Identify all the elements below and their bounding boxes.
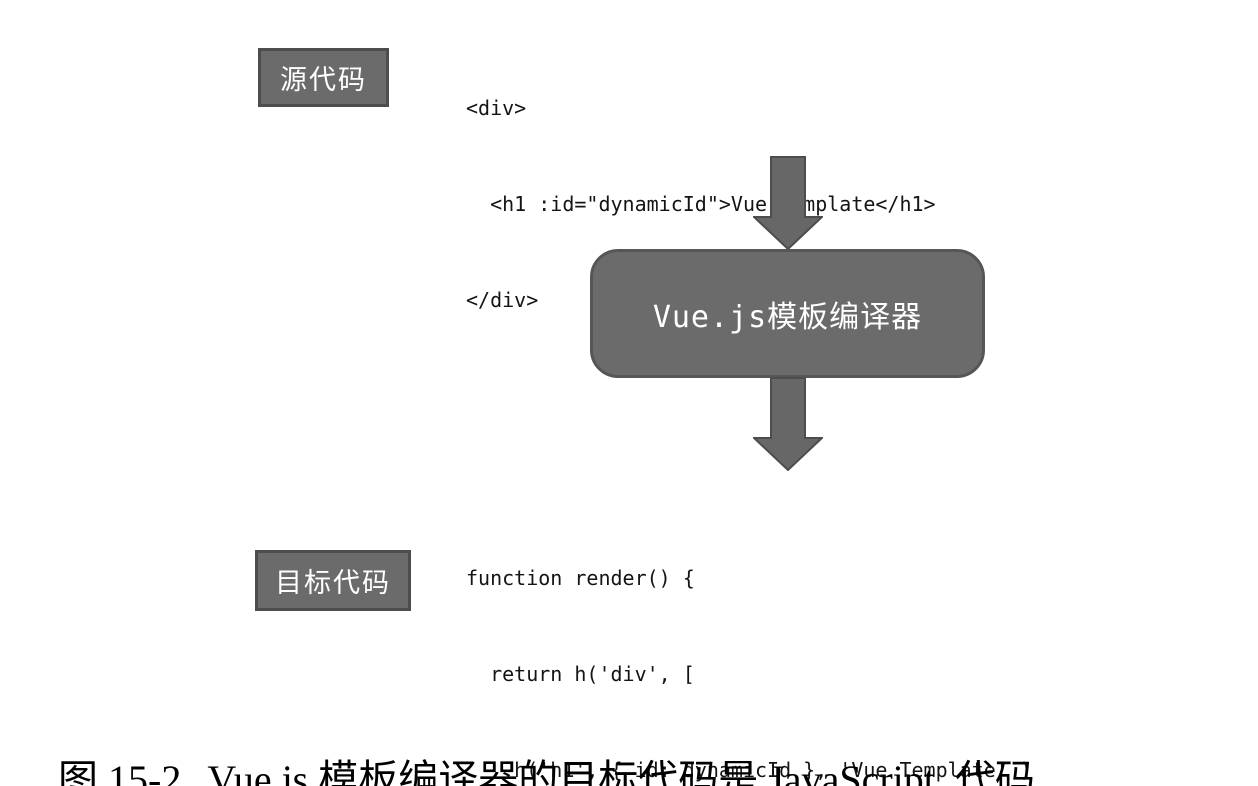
compiler-label: Vue.js模板编译器 [652,299,923,335]
target-code-label-box: 目标代码 [255,550,411,611]
caption-text: Vue.js 模板编译器的目标代码是 JavaScript 代码 [207,757,1035,786]
source-code-label: 源代码 [280,65,367,95]
figure-caption: 图 15-2 Vue.js 模板编译器的目标代码是 JavaScript 代码 [18,700,1035,786]
code-line: <div> [466,96,527,120]
target-code-block: function render() { return h('div', [ h(… [466,498,1032,786]
down-arrow-icon [753,377,823,471]
figure-number: 图 15-2 [58,757,182,786]
code-line: </div> [466,288,539,312]
compiler-box: Vue.js模板编译器 [590,249,985,378]
source-code-label-box: 源代码 [258,48,389,107]
code-line: return h('div', [ [466,662,695,686]
code-line: h('h1', { id: dynamicId }, 'Vue Template… [466,758,1032,782]
target-code-label: 目标代码 [275,568,391,598]
code-line: function render() { [466,566,695,590]
code-line: <h1 :id="dynamicId">Vue Template</h1> [466,192,936,216]
down-arrow-icon [753,156,823,250]
